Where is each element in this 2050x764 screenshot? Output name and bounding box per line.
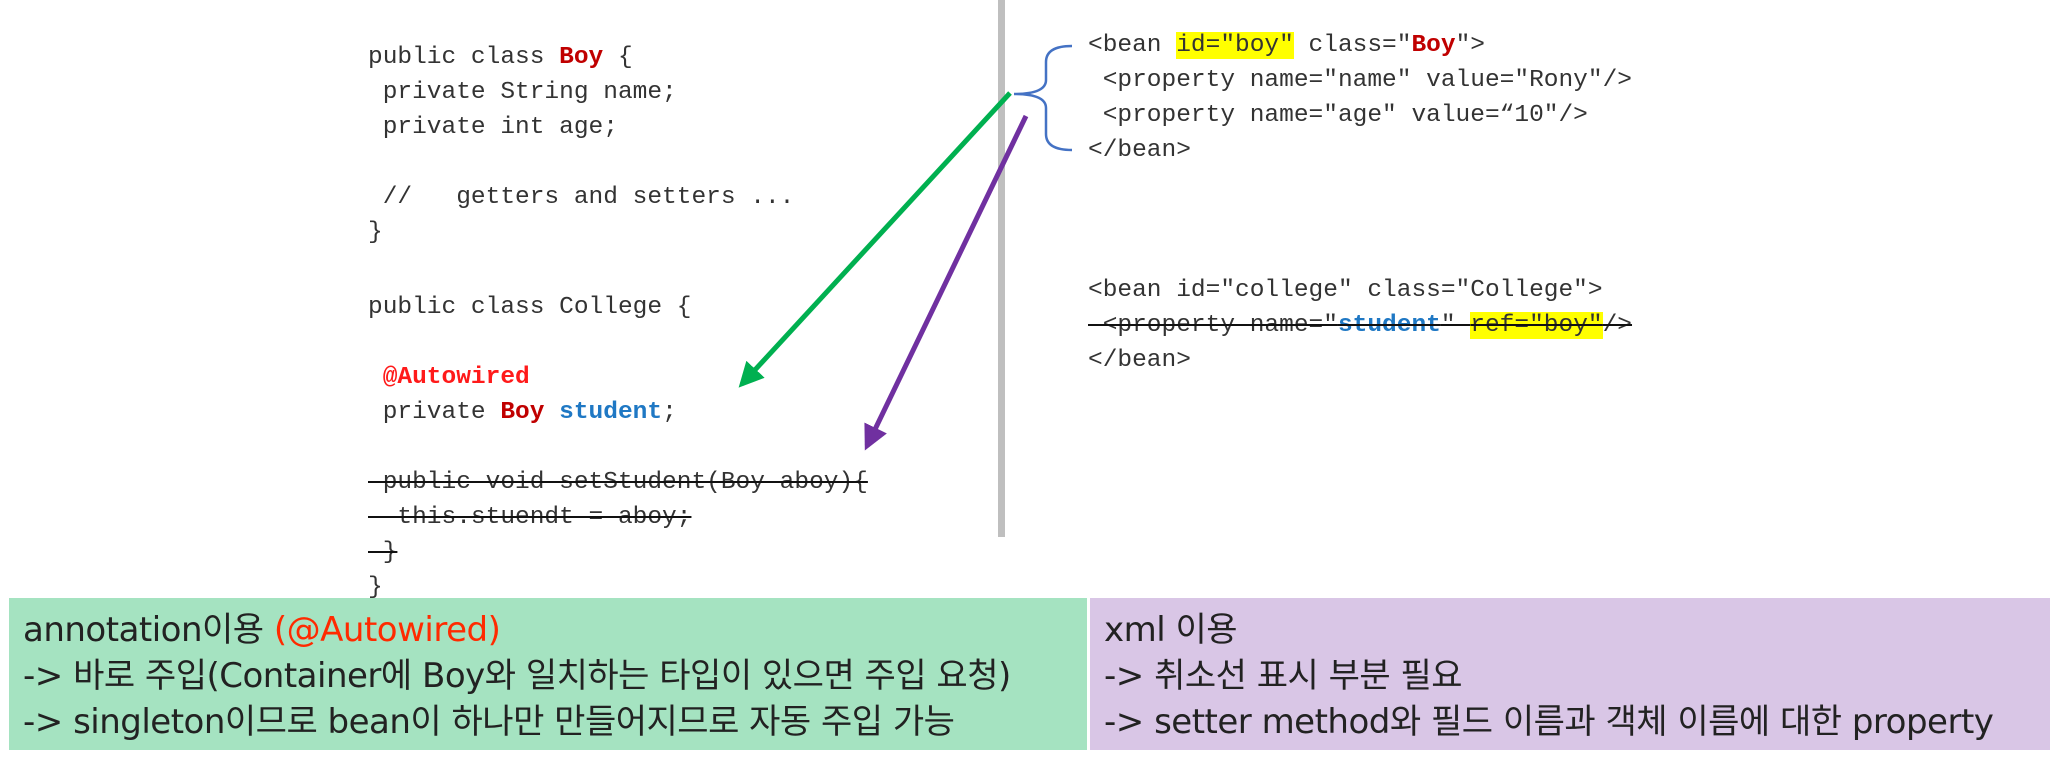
bean-boy-open: <bean id="boy" class="Boy">: [1088, 28, 1485, 63]
setter-close-strikethrough: }: [368, 539, 398, 566]
code-text: <property name=": [1088, 312, 1338, 339]
autowired-annotation: @Autowired: [368, 364, 530, 391]
code-text: ;: [662, 399, 677, 426]
boy-class-close: }: [368, 219, 383, 246]
bean-boy-close: </bean>: [1088, 137, 1191, 164]
student-field-name: student: [559, 399, 663, 426]
bean-college-open: <bean id="college" class="College">: [1088, 277, 1603, 304]
annotation-box-line2: -> singleton이므로 bean이 하나만 만들어지므로 자동 주입 가…: [23, 702, 955, 742]
bean-college-property-strikethrough: <property name="student" ref="boy"/>: [1088, 308, 1632, 343]
student-field-type: Boy: [500, 399, 545, 426]
code-text: ": [1440, 312, 1471, 339]
annotation-box-title-text: annotation이용: [23, 610, 274, 650]
setter-method-strikethrough: public void setStudent(Boy aboy){: [368, 469, 868, 496]
code-text: ">: [1455, 32, 1485, 59]
setter-body-strikethrough: this.stuendt = aboy;: [368, 504, 692, 531]
annotation-box-title: annotation이용 (@Autowired): [23, 602, 501, 651]
code-text: public class: [368, 44, 560, 71]
vertical-divider: [998, 0, 1005, 537]
getters-setters-comment: // getters and setters ...: [368, 184, 795, 211]
bean-boy-class-name: Boy: [1411, 32, 1456, 59]
annotation-usage-box: annotation이용 (@Autowired) -> 바로 주입(Conta…: [9, 598, 1087, 750]
bean-college-close: </bean>: [1088, 347, 1191, 374]
college-class-declaration: public class College {: [368, 294, 692, 321]
bean-boy-age-property: <property name="age" value=“10"/>: [1088, 102, 1588, 129]
boy-name-field: private String name;: [368, 79, 677, 106]
boy-age-field: private int age;: [368, 114, 618, 141]
xml-usage-box: xml 이용 -> 취소선 표시 부분 필요 -> setter method와…: [1090, 598, 2050, 750]
property-student-name: student: [1337, 312, 1441, 339]
xml-box-line1: -> 취소선 표시 부분 필요: [1104, 656, 1463, 696]
annotation-box-line1: -> 바로 주입(Container에 Boy와 일치하는 타입이 있으면 주입…: [23, 656, 1011, 696]
boy-class-name: Boy: [559, 44, 604, 71]
bean-boy-id-highlight: id="boy": [1176, 32, 1294, 59]
bean-boy-brace: [1013, 44, 1073, 152]
xml-box-line2: -> setter method와 필드 이름과 객체 이름에 대한 prope…: [1104, 702, 1994, 742]
xml-box-title: xml 이용: [1104, 610, 1238, 650]
code-text: private: [368, 399, 501, 426]
code-text: <bean: [1088, 32, 1177, 59]
student-field: private Boy student;: [368, 395, 677, 430]
green-arrow: [738, 91, 1012, 388]
college-class-close: }: [368, 574, 383, 601]
code-text: {: [603, 44, 633, 71]
property-ref-highlight: ref="boy": [1470, 312, 1603, 339]
boy-class-declaration: public class Boy {: [368, 40, 633, 75]
purple-arrow: [864, 114, 1029, 451]
java-code-block: public class Boy { private String name; …: [368, 40, 988, 610]
xml-code-block: <bean id="boy" class="Boy"> <property na…: [1088, 28, 1988, 388]
autowired-label: (@Autowired): [273, 610, 501, 650]
bean-boy-name-property: <property name="name" value="Rony"/>: [1088, 67, 1632, 94]
code-text: />: [1602, 312, 1633, 339]
code-text: class=": [1293, 32, 1412, 59]
